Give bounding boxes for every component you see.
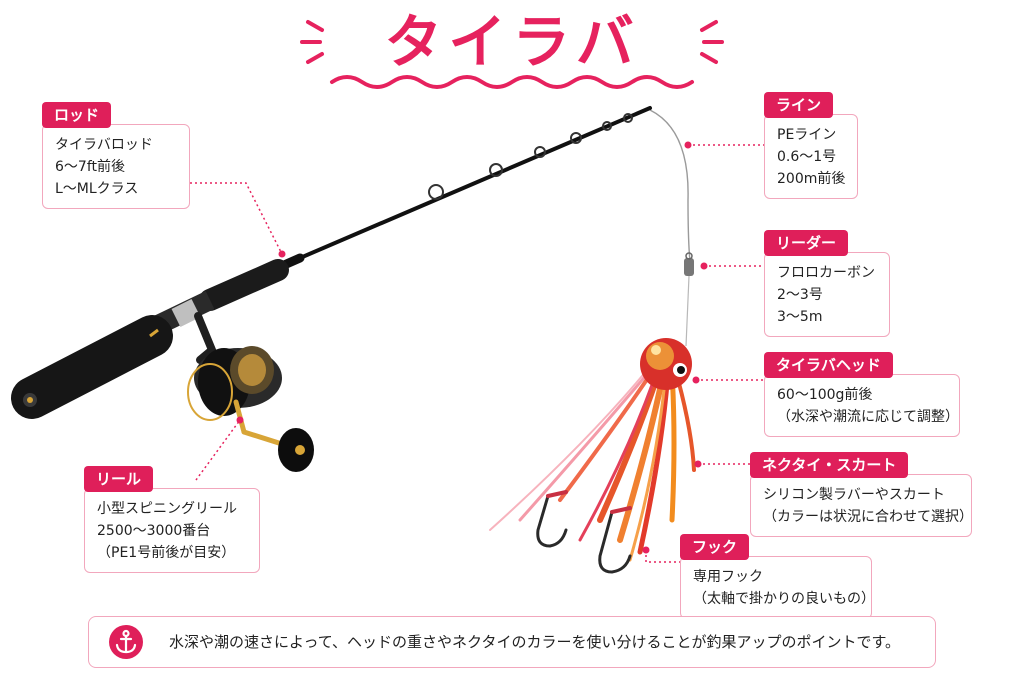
callout-reel-box: 小型スピニングリール 2500～3000番台 （PE1号前後が目安） <box>84 488 260 573</box>
callout-leader-line-2: 2～3号 <box>777 287 823 303</box>
callout-line-line-3: 200m前後 <box>777 171 846 187</box>
callout-skirt-line-1: シリコン製ラバーやスカート <box>763 487 945 503</box>
callout-reel-line-2: 2500～3000番台 <box>97 523 211 539</box>
title-decoration <box>300 20 724 64</box>
callout-line-label: ライン <box>764 92 834 118</box>
callout-skirt-box: シリコン製ラバーやスカート （カラーは状況に合わせて選択） <box>750 474 973 537</box>
callout-dots <box>236 141 708 554</box>
callout-line-line-1: PEライン <box>777 127 837 143</box>
callout-skirt: ネクタイ・スカート シリコン製ラバーやスカート （カラーは状況に合わせて選択） <box>750 452 973 537</box>
skirt <box>489 363 696 562</box>
tairaba-head <box>640 338 692 390</box>
callout-rod-line-2: 6～7ft前後 <box>55 159 125 175</box>
callout-leader: リーダー フロロカーボン 2～3号 3～5m <box>764 230 890 337</box>
callout-reel-line-3: （PE1号前後が目安） <box>97 545 236 561</box>
callout-reel: リール 小型スピニングリール 2500～3000番台 （PE1号前後が目安） <box>84 466 260 573</box>
callout-head-label: タイラバヘッド <box>764 352 893 378</box>
callout-hook-label: フック <box>680 534 750 560</box>
callout-head-line-1: 60～100g前後 <box>777 387 873 403</box>
callout-rod-line-3: L～MLクラス <box>55 181 139 197</box>
leader-line <box>685 275 690 347</box>
callout-head-box: 60～100g前後 （水深や潮流に応じて調整） <box>764 374 960 437</box>
title-wave <box>330 75 694 89</box>
callout-leader-box: フロロカーボン 2～3号 3～5m <box>764 252 890 337</box>
callout-skirt-label: ネクタイ・スカート <box>750 452 909 478</box>
callout-hook-line-1: 専用フック <box>693 569 763 585</box>
callout-line-box: PEライン 0.6～1号 200m前後 <box>764 114 858 199</box>
page-title: タイラバ <box>384 8 640 76</box>
callout-rod-box: タイラバロッド 6～7ft前後 L～MLクラス <box>42 124 190 209</box>
callout-leader-line-3: 3～5m <box>777 309 823 325</box>
footer-text: 水深や潮の速さによって、ヘッドの重さやネクタイのカラーを使い分けることが釣果アッ… <box>169 633 900 651</box>
swivel <box>684 252 694 276</box>
callout-hook-box: 専用フック （太軸で掛かりの良いもの） <box>680 556 875 619</box>
callout-hook-line-2: （太軸で掛かりの良いもの） <box>693 591 875 607</box>
callout-leaders <box>190 144 764 563</box>
callout-rod-line-1: タイラバロッド <box>55 137 153 153</box>
hooks <box>536 490 632 574</box>
callout-reel-line-1: 小型スピニングリール <box>97 501 237 517</box>
callout-head-line-2: （水深や潮流に応じて調整） <box>777 409 959 425</box>
footer-tip: 水深や潮の速さによって、ヘッドの重さやネクタイのカラーを使い分けることが釣果アッ… <box>88 616 936 668</box>
callout-leader-label: リーダー <box>764 230 849 256</box>
anchor-icon <box>109 625 143 659</box>
callout-line-line-2: 0.6～1号 <box>777 149 837 165</box>
callout-leader-line-1: フロロカーボン <box>777 265 875 281</box>
callout-head: タイラバヘッド 60～100g前後 （水深や潮流に応じて調整） <box>764 352 960 437</box>
callout-rod: ロッド タイラバロッド 6～7ft前後 L～MLクラス <box>42 102 190 209</box>
reel <box>187 312 314 472</box>
rod <box>11 106 652 419</box>
callout-hook: フック 専用フック （太軸で掛かりの良いもの） <box>680 534 875 619</box>
fishing-line <box>649 109 691 263</box>
callout-rod-label: ロッド <box>42 102 112 128</box>
callout-line: ライン PEライン 0.6～1号 200m前後 <box>764 92 858 199</box>
callout-reel-label: リール <box>84 466 154 492</box>
callout-skirt-line-2: （カラーは状況に合わせて選択） <box>763 509 973 525</box>
